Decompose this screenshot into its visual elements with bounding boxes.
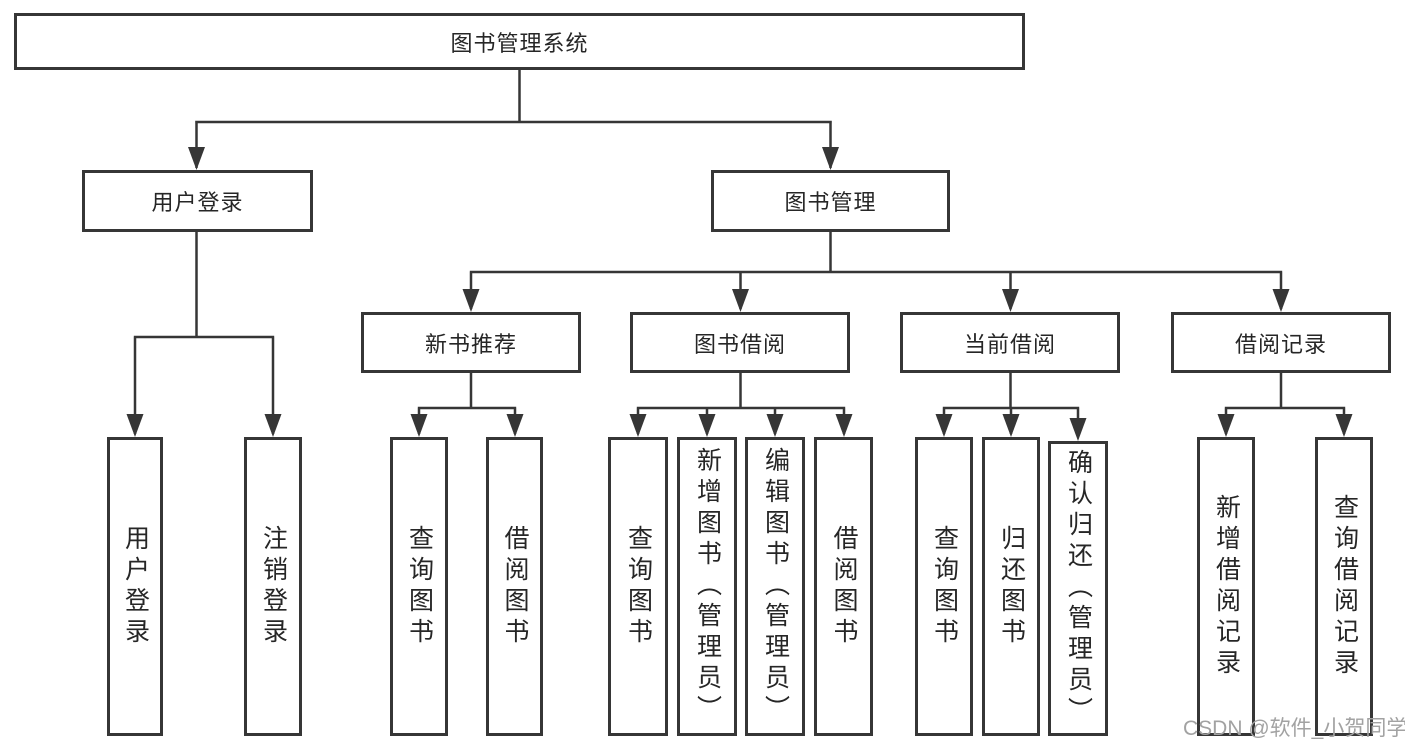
- node-user-login-label: 用户登录: [151, 190, 244, 215]
- leaf-edit-book-admin-label: 编辑图书（管理员）: [761, 447, 790, 726]
- leaf-add-borrow-record: 新增借阅记录: [1197, 437, 1255, 736]
- leaf-query-books-recommend: 查询图书: [390, 437, 448, 736]
- node-book-management: 图书管理: [711, 170, 950, 232]
- leaf-add-book-admin: 新增图书（管理员）: [677, 437, 737, 736]
- watermark: CSDN @软件_小贺同学: [1183, 717, 1405, 740]
- leaf-edit-book-admin: 编辑图书（管理员）: [745, 437, 805, 736]
- node-borrowing-records: 借阅记录: [1171, 312, 1391, 373]
- leaf-return-books: 归还图书: [982, 437, 1040, 736]
- node-new-book-recommendation: 新书推荐: [361, 312, 581, 373]
- node-root: 图书管理系统: [14, 13, 1025, 70]
- leaf-borrow-books-borrowing: 借阅图书: [814, 437, 873, 736]
- leaf-query-books-borrowing-label: 查询图书: [624, 524, 653, 649]
- leaf-add-book-admin-label: 新增图书（管理员）: [693, 447, 722, 726]
- leaf-user-login-label: 用户登录: [121, 524, 150, 649]
- node-current-borrowing: 当前借阅: [900, 312, 1120, 373]
- leaf-add-borrow-record-label: 新增借阅记录: [1212, 493, 1241, 680]
- leaf-query-books-borrowing: 查询图书: [608, 437, 668, 736]
- leaf-logout-label: 注销登录: [259, 524, 288, 649]
- node-new-book-recommendation-label: 新书推荐: [424, 331, 517, 357]
- leaf-borrow-books-recommend-label: 借阅图书: [501, 524, 529, 649]
- leaf-query-borrow-record: 查询借阅记录: [1315, 437, 1373, 736]
- leaf-query-books-recommend-label: 查询图书: [405, 524, 434, 649]
- node-book-management-label: 图书管理: [784, 190, 877, 215]
- leaf-query-books-current-label: 查询图书: [930, 524, 959, 649]
- node-book-borrowing-label: 图书借阅: [693, 331, 786, 357]
- leaf-user-login: 用户登录: [107, 437, 163, 736]
- leaf-logout: 注销登录: [244, 437, 302, 736]
- node-borrowing-records-label: 借阅记录: [1234, 331, 1327, 357]
- leaf-query-books-current: 查询图书: [915, 437, 973, 736]
- leaf-return-books-label: 归还图书: [997, 524, 1026, 649]
- connector-lines: [133, 70, 1346, 437]
- node-current-borrowing-label: 当前借阅: [963, 331, 1056, 357]
- leaf-borrow-books-recommend: 借阅图书: [486, 437, 543, 736]
- node-book-borrowing: 图书借阅: [630, 312, 850, 373]
- node-user-login: 用户登录: [82, 170, 313, 232]
- node-root-label: 图书管理系统: [450, 30, 589, 56]
- arrowheads: [126, 147, 1353, 441]
- leaf-query-borrow-record-label: 查询借阅记录: [1330, 493, 1359, 680]
- leaf-borrow-books-borrowing-label: 借阅图书: [830, 524, 858, 649]
- leaf-confirm-return-admin-label: 确认归还（管理员）: [1064, 449, 1093, 728]
- leaf-confirm-return-admin: 确认归还（管理员）: [1048, 441, 1108, 736]
